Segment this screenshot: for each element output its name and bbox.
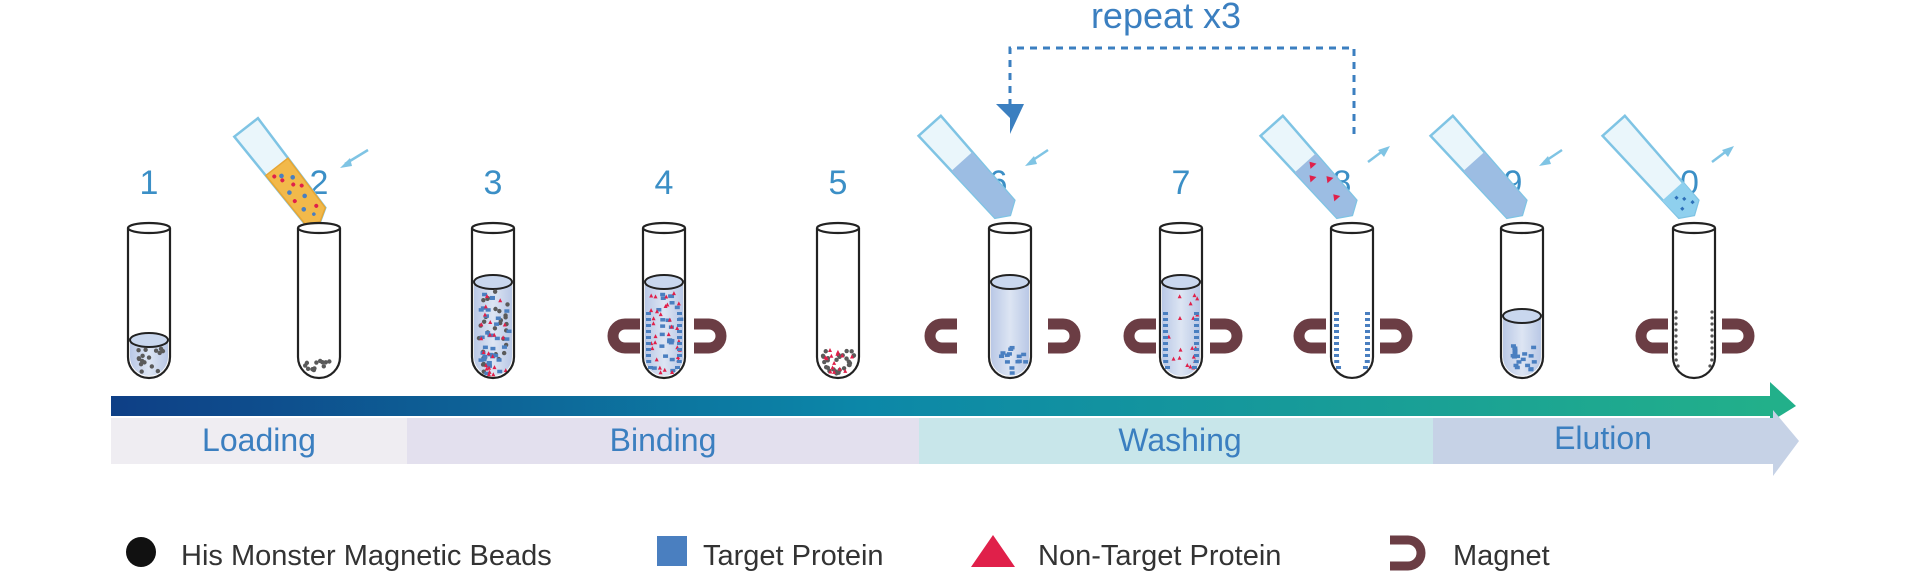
magnet-step-4-left <box>607 318 640 354</box>
pipette-step-2 <box>232 116 369 226</box>
magnet-icon <box>1390 535 1426 571</box>
red-triangle-icon <box>971 535 1015 567</box>
legend-label-magnet: Magnet <box>1453 540 1550 571</box>
magnet-step-10-left <box>1635 318 1668 354</box>
phase-band-elution <box>1433 418 1773 464</box>
phase-label-washing: Washing <box>1118 422 1241 458</box>
pipette-step-10 <box>1600 114 1734 220</box>
step-number-5: 5 <box>829 164 848 202</box>
tube-step-8 <box>1329 221 1375 380</box>
legend-item-magnet: Magnet <box>1390 535 1550 571</box>
process-arrow <box>111 382 1796 422</box>
step-number-1: 1 <box>140 164 159 202</box>
phase-label-loading: Loading <box>202 422 316 458</box>
phase-band-binding <box>407 418 919 464</box>
repeat-loop: repeat x3 <box>996 0 1356 134</box>
tube-step-5 <box>815 221 861 380</box>
pipette-step-6 <box>916 114 1049 220</box>
tube-step-6 <box>987 221 1033 380</box>
pipette-step-9 <box>1428 114 1563 220</box>
magnet-step-7-right <box>1210 318 1243 354</box>
pipette-step-8 <box>1258 114 1390 220</box>
magnet-step-8-left <box>1293 318 1326 354</box>
legend-item-beads: His Monster Magnetic Beads <box>126 537 552 571</box>
legend-item-target: Target Protein <box>657 536 884 571</box>
legend-label-target: Target Protein <box>703 540 884 571</box>
magnet-step-6-right <box>1048 318 1081 354</box>
tube-step-10 <box>1671 221 1717 380</box>
magnets <box>607 318 1755 354</box>
bead-dot-icon <box>126 537 156 567</box>
magnet-step-8-right <box>1380 318 1413 354</box>
phase-label-elution: Elution <box>1554 420 1652 456</box>
step-number-7: 7 <box>1172 164 1191 202</box>
phase-label-binding: Binding <box>610 422 717 458</box>
repeat-dashed-line <box>1008 46 1356 134</box>
legend-label-non-target: Non-Target Protein <box>1038 540 1281 571</box>
tube-step-2 <box>296 221 342 380</box>
tube-step-3 <box>470 221 516 380</box>
phase-bands: Loading Binding Washing Elution <box>111 410 1799 476</box>
blue-square-icon <box>657 536 687 566</box>
tube-step-9 <box>1499 221 1545 380</box>
tube-step-4 <box>641 221 687 380</box>
repeat-label: repeat x3 <box>1091 0 1241 36</box>
process-arrow-bar <box>111 396 1775 416</box>
legend-item-non-target: Non-Target Protein <box>971 535 1281 571</box>
magnet-step-10-right <box>1722 318 1755 354</box>
tube-step-1 <box>126 221 172 380</box>
tubes <box>126 221 1717 380</box>
magnet-step-6-left <box>924 318 957 354</box>
phase-band-loading <box>111 418 407 464</box>
pipettes <box>232 114 1734 226</box>
step-number-4: 4 <box>655 164 674 202</box>
legend: His Monster Magnetic Beads Target Protei… <box>126 535 1550 571</box>
phase-band-elution-arrowhead <box>1773 410 1799 476</box>
magnet-step-7-left <box>1123 318 1156 354</box>
tube-step-7 <box>1158 221 1204 380</box>
phase-band-washing <box>919 418 1433 464</box>
magnet-step-4-right <box>694 318 727 354</box>
process-arrow-head <box>1770 382 1796 422</box>
repeat-arrowhead <box>996 104 1024 134</box>
legend-label-beads: His Monster Magnetic Beads <box>181 540 552 571</box>
step-number-3: 3 <box>484 164 503 202</box>
